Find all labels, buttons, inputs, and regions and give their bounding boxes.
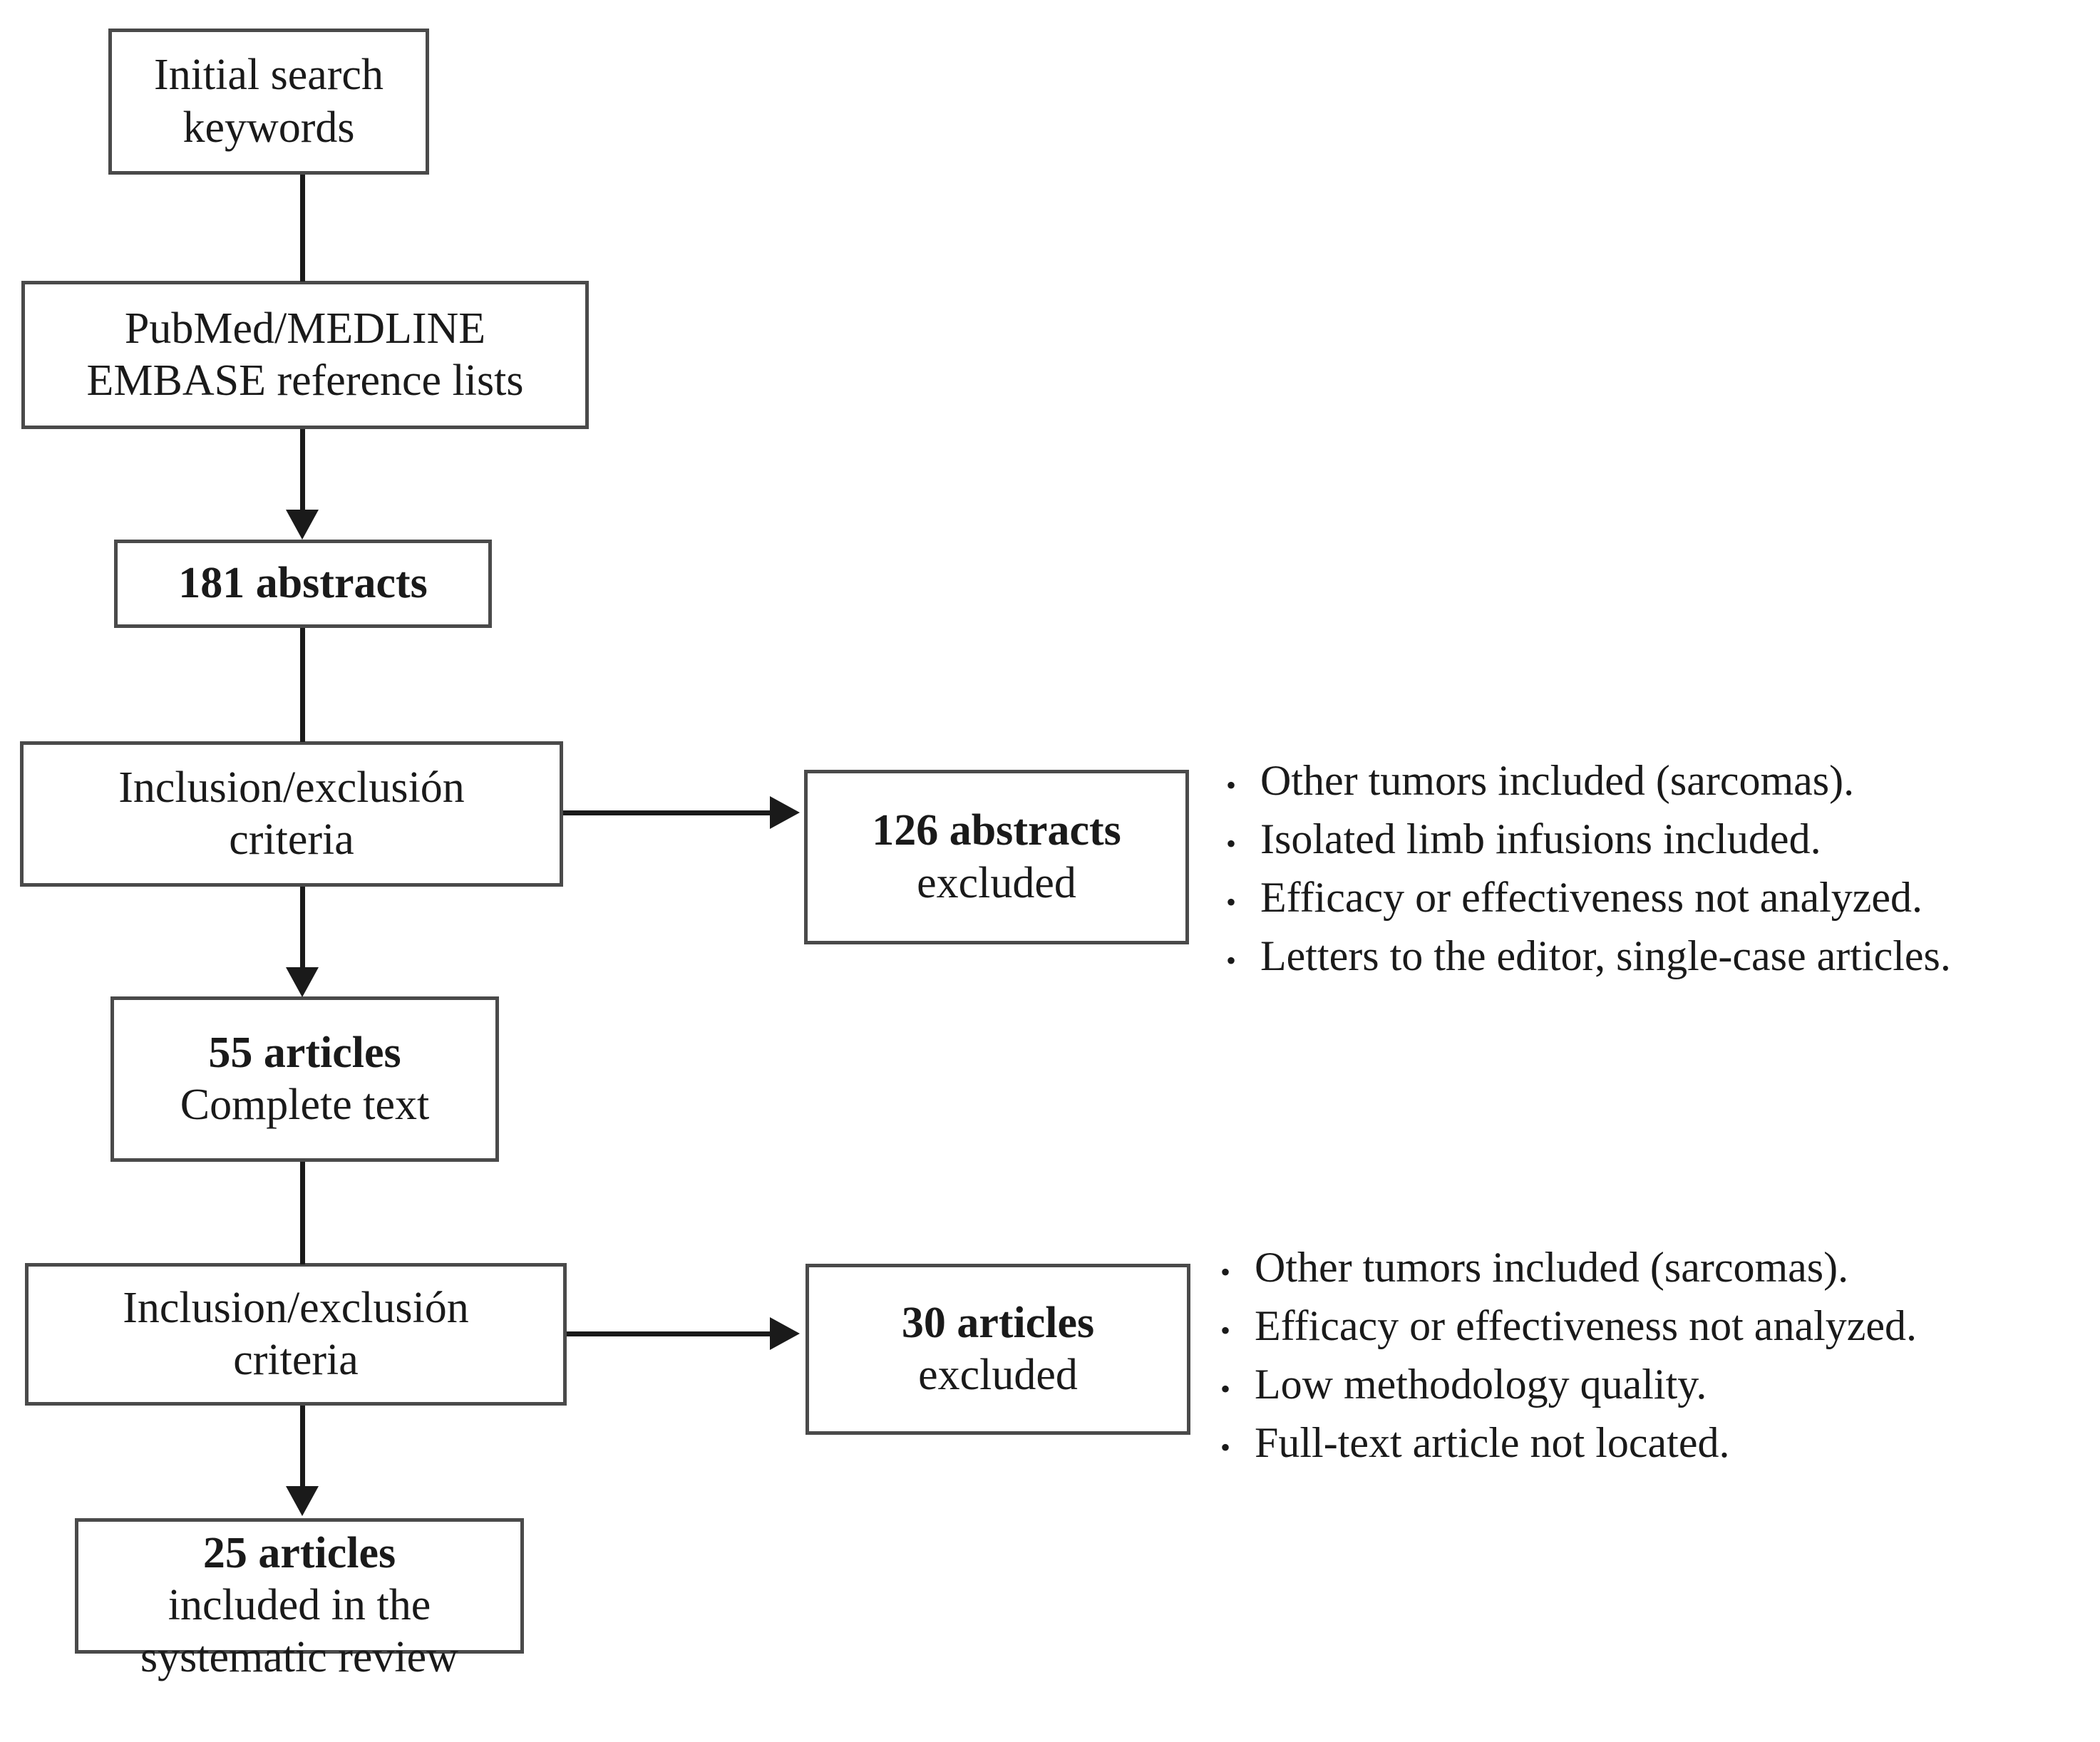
node-line: systematic review xyxy=(140,1633,458,1682)
bullet-icon: • xyxy=(1220,1431,1231,1463)
connector-criteria2-to-excluded30 xyxy=(567,1331,773,1336)
node-line: excluded xyxy=(918,1351,1078,1399)
list-item: • Isolated limb infusions included. xyxy=(1226,818,1951,876)
node-abstracts-181: 181 abstracts xyxy=(114,540,492,628)
list-item-label: Other tumors included (sarcomas). xyxy=(1260,757,1855,804)
list-item-label: Efficacy or effectiveness not analyzed. xyxy=(1255,1302,1918,1349)
node-line: Complete text xyxy=(180,1081,430,1129)
node-line: Inclusion/exclusión xyxy=(123,1283,469,1332)
list-item: • Efficacy or effectiveness not analyzed… xyxy=(1226,876,1951,934)
list-item-label: Low methodology quality. xyxy=(1255,1361,1707,1408)
node-criteria-1: Inclusion/exclusión criteria xyxy=(20,741,563,887)
list-item-label: Efficacy or effectiveness not analyzed. xyxy=(1260,874,1923,921)
node-line: 126 abstracts xyxy=(872,806,1121,855)
connector-criteria1-to-excluded126 xyxy=(563,810,773,815)
node-line: 181 abstracts xyxy=(178,559,428,608)
arrowhead-right-criteria2-to-excluded30 xyxy=(770,1317,800,1350)
node-line: 30 articles xyxy=(901,1298,1095,1347)
bullet-icon: • xyxy=(1226,944,1237,976)
exclusion-reasons-list-1: • Other tumors included (sarcomas). • Is… xyxy=(1226,759,1951,993)
list-item: • Other tumors included (sarcomas). xyxy=(1220,1246,1917,1304)
list-item: • Letters to the editor, single-case art… xyxy=(1226,934,1951,993)
node-line: included in the xyxy=(168,1581,431,1630)
bullet-icon: • xyxy=(1220,1373,1231,1405)
list-item-label: Other tumors included (sarcomas). xyxy=(1255,1244,1849,1291)
node-initial-search: Initial search keywords xyxy=(108,29,429,175)
arrowhead-down-criteria1-to-articles55 xyxy=(286,967,319,997)
node-databases: PubMed/MEDLINE EMBASE reference lists xyxy=(21,281,589,429)
node-line: 55 articles xyxy=(208,1028,401,1077)
arrowhead-down-databases-to-abstracts xyxy=(286,510,319,540)
node-line: EMBASE reference lists xyxy=(86,356,524,405)
node-line: Initial search xyxy=(154,51,384,100)
bullet-icon: • xyxy=(1220,1314,1231,1346)
node-line: criteria xyxy=(233,1336,359,1384)
arrowhead-down-criteria2-to-articles25 xyxy=(286,1486,319,1516)
list-item: • Full-text article not located. xyxy=(1220,1421,1917,1480)
arrowhead-right-criteria1-to-excluded126 xyxy=(770,796,800,829)
list-item: • Low methodology quality. xyxy=(1220,1363,1917,1421)
bullet-icon: • xyxy=(1226,828,1237,860)
connector-articles55-to-criteria2 xyxy=(300,1162,305,1264)
node-excluded-126: 126 abstracts excluded xyxy=(804,770,1189,944)
node-excluded-30: 30 articles excluded xyxy=(805,1264,1190,1435)
list-item-label: Full-text article not located. xyxy=(1255,1419,1730,1466)
connector-criteria2-to-articles25 xyxy=(300,1406,305,1490)
connector-criteria1-to-articles55 xyxy=(300,887,305,971)
bullet-icon: • xyxy=(1226,769,1237,801)
connector-databases-to-abstracts xyxy=(300,429,305,513)
list-item: • Efficacy or effectiveness not analyzed… xyxy=(1220,1304,1917,1363)
bullet-icon: • xyxy=(1220,1256,1231,1288)
node-articles-25: 25 articles included in the systematic r… xyxy=(75,1518,524,1681)
exclusion-reasons-list-2: • Other tumors included (sarcomas). • Ef… xyxy=(1220,1246,1917,1480)
list-item-label: Isolated limb infusions included. xyxy=(1260,815,1821,862)
node-line: keywords xyxy=(182,103,355,152)
node-line: Inclusion/exclusión xyxy=(118,763,465,812)
node-line: PubMed/MEDLINE xyxy=(124,304,486,353)
node-criteria-2: Inclusion/exclusión criteria xyxy=(25,1263,567,1406)
node-line: criteria xyxy=(229,815,354,864)
node-line: excluded xyxy=(917,858,1076,907)
node-articles-55: 55 articles Complete text xyxy=(110,996,499,1162)
list-item: • Other tumors included (sarcomas). xyxy=(1226,759,1951,818)
connector-search-to-databases xyxy=(300,175,305,282)
list-item-label: Letters to the editor, single-case artic… xyxy=(1260,932,1951,979)
bullet-icon: • xyxy=(1226,886,1237,918)
connector-abstracts-to-criteria1 xyxy=(300,628,305,742)
node-line: 25 articles xyxy=(202,1529,396,1577)
